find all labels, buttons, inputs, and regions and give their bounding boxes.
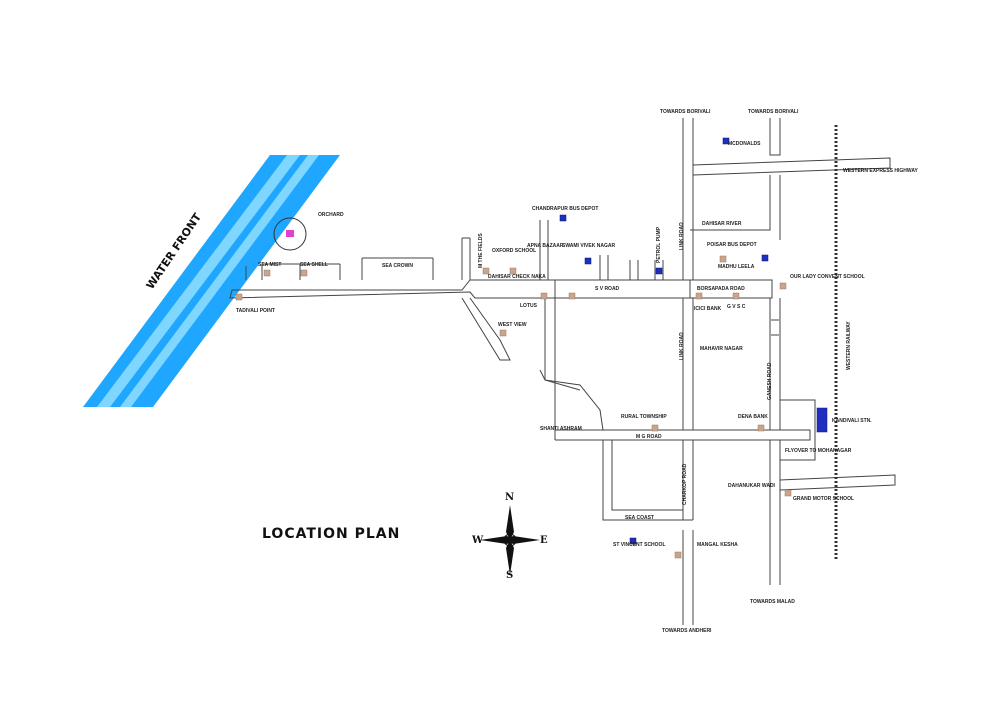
label-mangal-kesha: MANGAL KESHA — [697, 542, 738, 548]
label-sea-coast: SEA COAST — [625, 515, 654, 521]
label-orchid: ORCHARD — [318, 212, 344, 218]
label-west-view: WEST VIEW — [498, 322, 527, 328]
label-tadivali-point: TADIVALI POINT — [236, 308, 275, 314]
road-network — [229, 118, 896, 625]
label-link-road-2: LINK ROAD — [679, 332, 685, 360]
label-kandivali-stn: KANDIVALI STN. — [832, 418, 872, 424]
label-oxford-school: OXFORD SCHOOL — [492, 248, 536, 254]
label-apna-bazaar: APNA BAZAAR — [527, 243, 564, 249]
label-dahisar-check: DAHISAR CHECK NAKA — [488, 274, 546, 280]
water-front — [83, 155, 340, 407]
label-rural-township: RURAL TOWNSHIP — [621, 414, 667, 420]
project-location-circle — [273, 217, 307, 251]
label-western-express: WESTERN EXPRESS HIGHWAY — [843, 168, 918, 174]
label-gvsc: G V S C — [727, 304, 746, 310]
label-sea-mist: SEA MIST — [258, 262, 281, 268]
label-sea-shell: SEA SHELL — [300, 262, 328, 268]
label-st-vincent: ST VINCENT SCHOOL — [613, 542, 666, 548]
project-marker — [286, 230, 294, 237]
label-mg-road: M G ROAD — [636, 434, 662, 440]
label-chandrapur-depot: CHANDRAPUR BUS DEPOT — [532, 206, 598, 212]
label-dena-bank: DENA BANK — [738, 414, 768, 420]
compass-s: S — [506, 570, 513, 581]
label-link-road: LINK ROAD — [679, 222, 685, 250]
label-ganesh-road: GANESH ROAD — [767, 362, 773, 400]
label-mcdonalds: MCDONALDS — [728, 141, 761, 147]
label-western-railway: WESTERN RAILWAY — [846, 321, 852, 370]
compass-n: N — [505, 492, 514, 503]
label-shanti-ashram: SHANTI ASHRAM — [540, 426, 582, 432]
label-towards-malad: TOWARDS MALAD — [750, 599, 795, 605]
label-flyover: FLYOVER TO MOHANAGAR — [785, 448, 852, 454]
label-petrol-pump: PETROL PUMP — [656, 226, 662, 263]
label-sea-crown: SEA CROWN — [382, 263, 413, 269]
label-our-lady: OUR LADY CONVENT SCHOOL — [790, 274, 865, 280]
map-labels: ORCHARD SEA MIST SEA SHELL SEA CROWN TAD… — [236, 109, 918, 634]
label-dahanukar-wadi: DAHANUKAR WADI — [728, 483, 776, 489]
label-icici-bank: ICICI BANK — [694, 306, 722, 312]
compass-e: E — [540, 535, 548, 546]
compass-w: W — [471, 535, 484, 546]
label-grand-motor-school: GRAND MOTOR SCHOOL — [793, 496, 854, 502]
landmark-markers — [235, 137, 828, 559]
label-poisar-bus-depot: POISAR BUS DEPOT — [707, 242, 757, 248]
label-dahisar-river: DAHISAR RIVER — [702, 221, 742, 227]
label-lotus: LOTUS — [520, 303, 538, 309]
label-charkop-road: CHARKOP ROAD — [682, 463, 688, 505]
label-towards-andheri: TOWARDS ANDHERI — [662, 628, 712, 634]
label-towards-borivali-2: TOWARDS BORIVALI — [748, 109, 799, 115]
label-m-the-fields: M THE FIELDS — [478, 233, 484, 268]
location-plan-title: LOCATION PLAN — [262, 526, 400, 542]
label-madhu-leela: MADHU LEELA — [718, 264, 755, 270]
label-towards-borivali-1: TOWARDS BORIVALI — [660, 109, 711, 115]
label-sv-road: S V ROAD — [595, 286, 620, 292]
label-borsapada-road: BORSAPADA ROAD — [697, 286, 745, 292]
compass-icon — [480, 505, 540, 575]
label-mahavir-nagar: MAHAVIR NAGAR — [700, 346, 743, 352]
label-swami-vivek: SWAMI VIVEK NAGAR — [562, 243, 615, 249]
